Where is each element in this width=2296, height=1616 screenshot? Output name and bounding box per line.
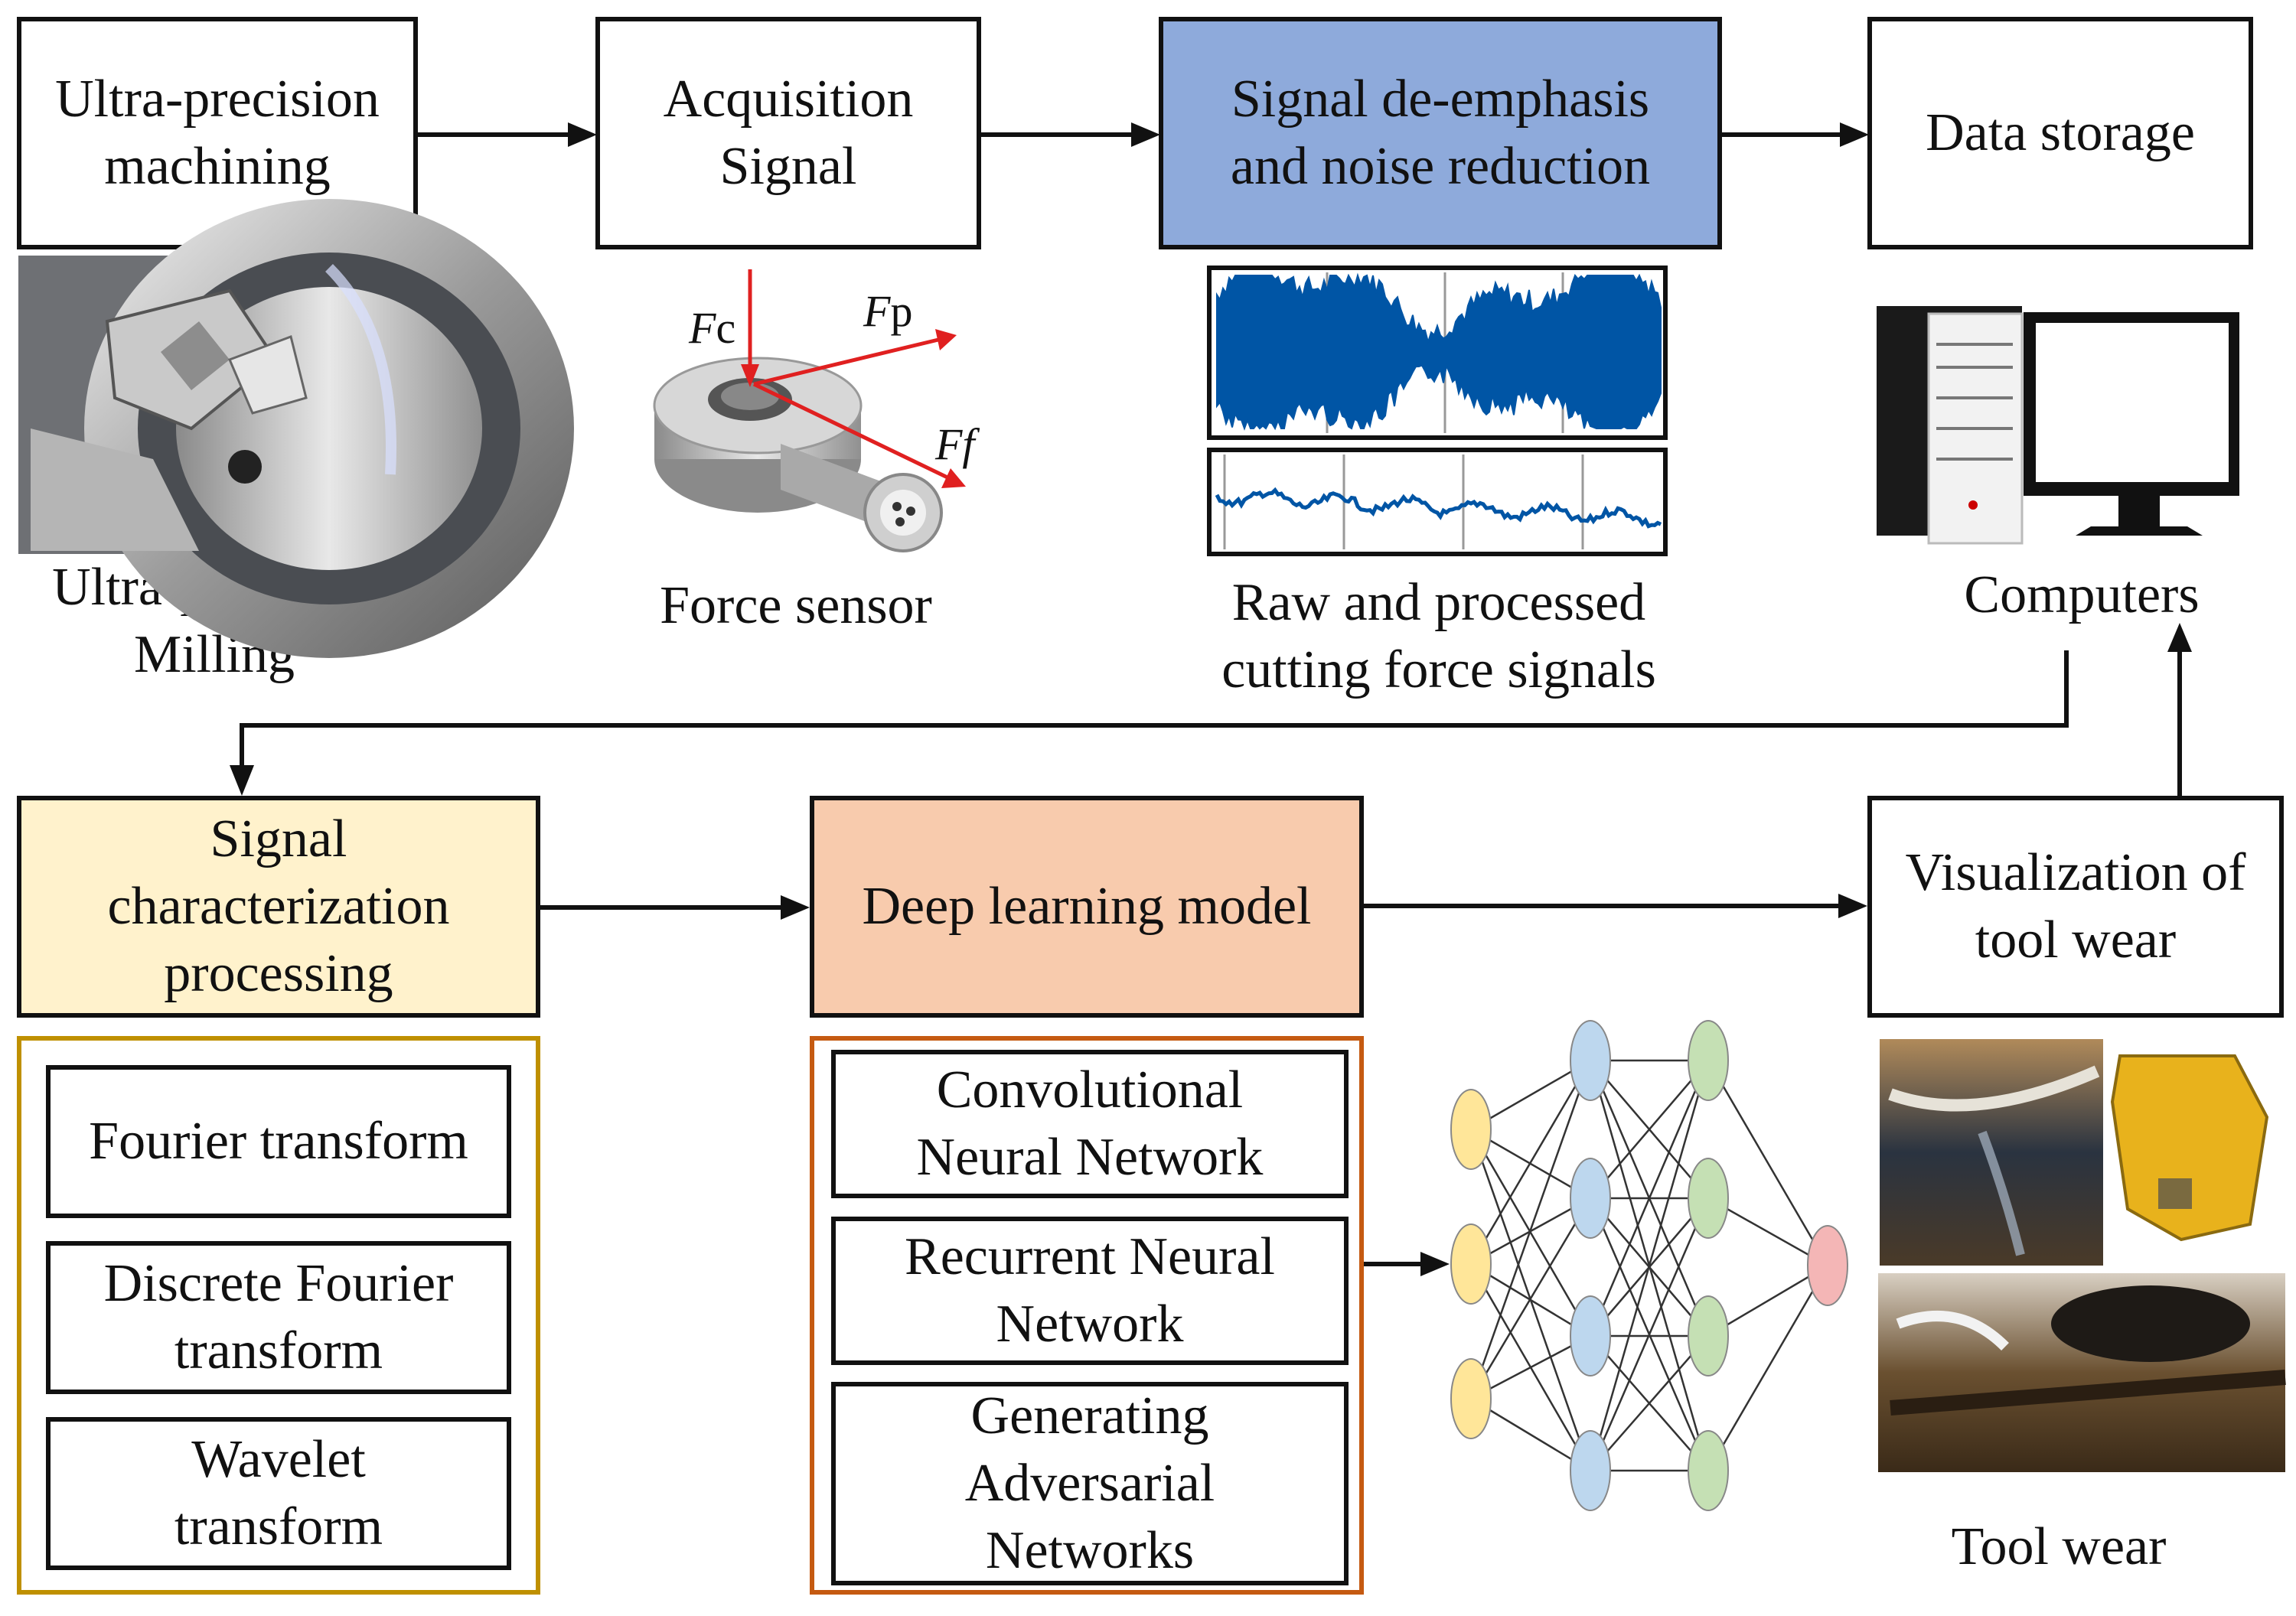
arrow-head [1131,122,1160,147]
caption-line: Raw and processed [1231,573,1646,632]
box-line: Signal [719,137,857,196]
deep-learning-model-box: Deep learning model [810,796,1364,1018]
force-sensor-image: Fc Fp Ff [653,269,980,552]
wavelet-transform-box: Wavelet transform [46,1417,511,1570]
neural-network-diagram [1450,1020,1848,1511]
box-line: Generating [970,1386,1209,1445]
processed-signal-plot [1207,448,1668,556]
nn-node [1450,1089,1492,1170]
nn-node [1570,1295,1611,1377]
visualization-tool-wear-box: Visualization of tool wear [1867,796,2284,1018]
box-line: machining [104,137,331,196]
feedback-arrow [240,650,2069,767]
arrow-head [568,122,597,147]
arrow-head [1840,122,1869,147]
nn-connection [1469,1060,1592,1399]
data-storage-box: Data storage [1867,17,2253,249]
top-arrows [418,122,1869,147]
box-line: tool wear [1975,911,2177,969]
nn-node [1570,1158,1611,1239]
box-line: transform [174,1321,383,1380]
box-line: transform [174,1497,383,1556]
nn-node [1570,1430,1611,1511]
nn-connection [1589,1197,1710,1471]
force-sensor-caption: Force sensor [582,572,1010,640]
box-line: Signal [210,810,347,868]
ultra-precision-machining-box: Ultra-precision machining [17,17,418,249]
box-line: Discrete Fourier [103,1254,454,1313]
computer-image [1877,306,2239,545]
caption-line: Tool wear [1951,1517,2167,1576]
box-line: Wavelet [191,1430,366,1489]
tool-wear-caption: Tool wear [1852,1513,2265,1581]
ff-label: Ff [934,419,980,469]
caption-line: Computers [1964,565,2200,624]
nn-connection [1470,1397,1591,1472]
signals-caption: Raw and processed cutting force signals [1133,569,1745,704]
box-line: Signal de-emphasis [1231,70,1650,129]
nn-node [1570,1020,1611,1101]
nn-connection [1470,1059,1591,1131]
box-line: and noise reduction [1230,137,1651,196]
box-line: Convolutional [936,1060,1244,1119]
box-line: processing [164,944,393,1003]
nn-node [1450,1358,1492,1439]
nn-connection [1469,1129,1592,1337]
nn-connection [1707,1060,1829,1266]
processed-signal-trace [1215,487,1662,529]
box-line: Recurrent Neural [905,1227,1275,1286]
caption-line: cutting force signals [1221,640,1656,699]
box-line: Networks [985,1521,1195,1580]
arrow-head [1838,894,1867,918]
nn-node [1688,1020,1729,1101]
box-line: Ultra-precision [55,70,380,129]
nn-connection [1589,1060,1710,1337]
signal-deemphasis-box: Signal de-emphasis and noise reduction [1159,17,1722,249]
arrow-head [2167,623,2192,652]
signal-characterization-box: Signal characterization processing [17,796,540,1018]
nn-node [1450,1223,1492,1305]
nn-node [1688,1430,1729,1511]
nn-connection [1707,1264,1828,1337]
raw-signal-plot [1207,266,1668,440]
box-line: Acquisition [663,70,914,129]
fc-label: Fc [688,303,735,353]
transform-group [17,1036,540,1595]
box-line: Visualization of [1905,843,2246,902]
box-line: Neural Network [916,1128,1264,1187]
nn-connection [1469,1060,1592,1265]
box-line: Adversarial [964,1454,1215,1513]
arrow-head [1420,1252,1450,1276]
nn-connection [1590,1060,1709,1199]
bottom-arrows [540,904,1841,1266]
raw-signal-trace [1216,272,1662,431]
nn-node [1807,1225,1848,1306]
nn-connection [1707,1265,1829,1471]
arrow-head [230,765,254,796]
box-line: Deep learning model [862,877,1312,936]
box-line: Data storage [1926,103,2195,162]
fp-label: Fp [863,286,912,336]
nn-connection [1590,1335,1709,1471]
discrete-fourier-transform-box: Discrete Fourier transform [46,1241,511,1394]
computers-caption: Computers [1875,562,2288,629]
tool-wear-image [1878,1039,2286,1472]
fourier-transform-box: Fourier transform [46,1065,511,1218]
arrow-head [781,895,810,920]
box-line: Network [996,1295,1184,1354]
nn-connection [1589,1060,1710,1471]
caption-line: Force sensor [660,576,932,635]
milling-photo [18,199,574,658]
box-line: Fourier transform [89,1112,468,1171]
nn-node [1688,1295,1729,1377]
network-group [810,1036,1364,1595]
box-line: characterization [107,877,450,936]
nn-node [1688,1158,1729,1239]
nn-connection [1469,1197,1592,1399]
